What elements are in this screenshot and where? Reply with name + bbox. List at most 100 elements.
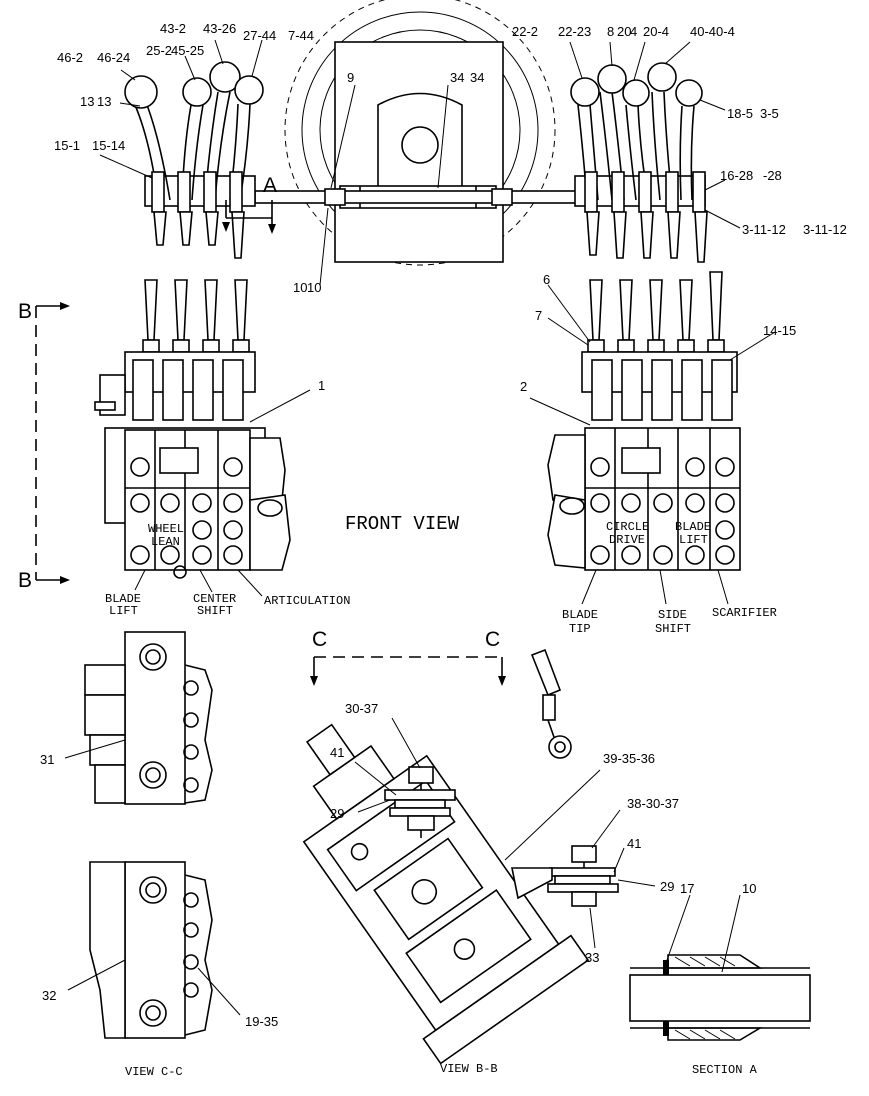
function-blade-lift-1: BLADE	[105, 592, 141, 606]
svg-text:3-5: 3-5	[760, 106, 779, 121]
callout-1: 1	[318, 378, 325, 393]
callout-43-26: 43-2	[160, 21, 186, 36]
svg-text:3-11-12: 3-11-12	[742, 222, 786, 237]
function-blade-tip-2: TIP	[569, 622, 591, 636]
function-center-shift-1: CENTER	[193, 592, 236, 606]
svg-text:13: 13	[97, 94, 111, 109]
callout-41: 41	[330, 745, 344, 760]
callout-4: 4	[630, 24, 637, 39]
svg-text:DRIVE: DRIVE	[609, 533, 645, 547]
section-b-indicator: B B	[18, 300, 70, 592]
svg-text:6: 6	[543, 272, 550, 287]
svg-text:29: 29	[660, 879, 674, 894]
section-a-title: SECTION A	[692, 1063, 758, 1077]
svg-text:20: 20	[617, 24, 631, 39]
svg-text:SHIFT: SHIFT	[655, 622, 691, 636]
callout-40-40-4: 40-40-4	[690, 24, 735, 39]
svg-text:39-35-36: 39-35-36	[603, 751, 655, 766]
callout-34: 34	[450, 70, 464, 85]
function-blade-tip-1: BLADE	[562, 608, 598, 622]
callout-6: 6	[543, 272, 550, 287]
callout-29: 29	[660, 879, 674, 894]
svg-text:7: 7	[535, 308, 542, 323]
callout-9: 9	[347, 70, 354, 85]
front-view-left-valve: 1 WHEEL LEAN BLADE LIFT CENTER SHIFT ART…	[94, 279, 350, 618]
svg-text:14-15: 14-15	[763, 323, 796, 338]
svg-text:43-26: 43-26	[203, 21, 236, 36]
svg-text:SCARIFIER: SCARIFIER	[712, 606, 777, 620]
svg-text:LIFT: LIFT	[679, 533, 708, 547]
svg-text:ARTICULATION: ARTICULATION	[264, 594, 350, 608]
svg-text:15-1: 15-1	[54, 138, 80, 153]
function-blade-lift-2: LIFT	[109, 604, 138, 618]
label-wheel: WHEEL	[148, 522, 184, 536]
svg-text:17: 17	[680, 881, 694, 896]
svg-text:46-24: 46-24	[97, 50, 130, 65]
svg-text:C: C	[485, 628, 500, 651]
callout-33: 33	[585, 950, 599, 965]
svg-text:40-40-4: 40-40-4	[690, 24, 735, 39]
callout-29: 29	[330, 806, 344, 821]
callout-28: -28	[763, 168, 782, 183]
section-marker-c-right: C	[485, 628, 500, 651]
callout-30-37: 30-37	[345, 701, 378, 716]
svg-text:BLADE: BLADE	[105, 592, 141, 606]
view-b-b: 30-37 41 29 39-35-36 38-30-37 41 29 33 V…	[302, 648, 679, 1076]
svg-text:41: 41	[627, 836, 641, 851]
svg-text:7-44: 7-44	[288, 28, 314, 43]
svg-text:1: 1	[318, 378, 325, 393]
callout-3-5: 3-5	[760, 106, 779, 121]
function-scarifier: SCARIFIER	[712, 606, 777, 620]
svg-text:20-4: 20-4	[643, 24, 669, 39]
svg-text:32: 32	[42, 988, 56, 1003]
svg-text:2: 2	[520, 379, 527, 394]
svg-text:16-28: 16-28	[720, 168, 753, 183]
svg-text:BLADE: BLADE	[562, 608, 598, 622]
callout-25-45: 25-2	[146, 43, 172, 58]
callout-20: 20	[617, 24, 631, 39]
view-c-c: 31 32 19-35 VIEW C-C	[40, 631, 278, 1079]
callout-2: 2	[520, 379, 527, 394]
svg-text:C: C	[312, 628, 327, 651]
label-lean: LEAN	[151, 535, 180, 549]
svg-text:WHEEL: WHEEL	[148, 522, 184, 536]
label-drive: DRIVE	[609, 533, 645, 547]
callout-22-23: 22-2	[512, 24, 538, 39]
right-knob-4	[647, 62, 677, 201]
svg-text:22-23: 22-23	[558, 24, 591, 39]
svg-text:41: 41	[330, 745, 344, 760]
callout-7: 7	[535, 308, 542, 323]
callout-8: 8	[607, 24, 614, 39]
svg-text:43-2: 43-2	[160, 21, 186, 36]
label-lift: LIFT	[679, 533, 708, 547]
function-articulation: ARTICULATION	[264, 594, 350, 608]
callout-46-24: 46-2	[57, 50, 83, 65]
callout-10: 10	[293, 280, 307, 295]
svg-text:3-11-12: 3-11-12	[803, 222, 847, 237]
svg-text:13: 13	[80, 94, 94, 109]
svg-text:30-37: 30-37	[345, 701, 378, 716]
callout-3-11-12: 3-11-12	[742, 222, 786, 237]
function-center-shift-2: SHIFT	[197, 604, 233, 618]
front-view-title: FRONT VIEW	[345, 513, 460, 535]
svg-text:31: 31	[40, 752, 54, 767]
svg-text:9: 9	[347, 70, 354, 85]
svg-text:B: B	[18, 300, 32, 323]
section-marker-b-top: B	[18, 300, 32, 323]
callout-34: 34	[470, 70, 484, 85]
svg-text:38-30-37: 38-30-37	[627, 796, 679, 811]
callout-13: 13	[80, 94, 94, 109]
callout-43-26: 43-26	[203, 21, 236, 36]
svg-text:10: 10	[293, 280, 307, 295]
callout-13: 13	[97, 94, 111, 109]
svg-text:27-44: 27-44	[243, 28, 276, 43]
callout-18-5: 18-5	[727, 106, 753, 121]
callout-46-24: 46-24	[97, 50, 130, 65]
svg-text:8: 8	[607, 24, 614, 39]
callout-15-14: 15-1	[54, 138, 80, 153]
function-side-shift-2: SHIFT	[655, 622, 691, 636]
callout-10: 10	[307, 280, 321, 295]
callout-17: 17	[680, 881, 694, 896]
callout-16-28: 16-28	[720, 168, 753, 183]
